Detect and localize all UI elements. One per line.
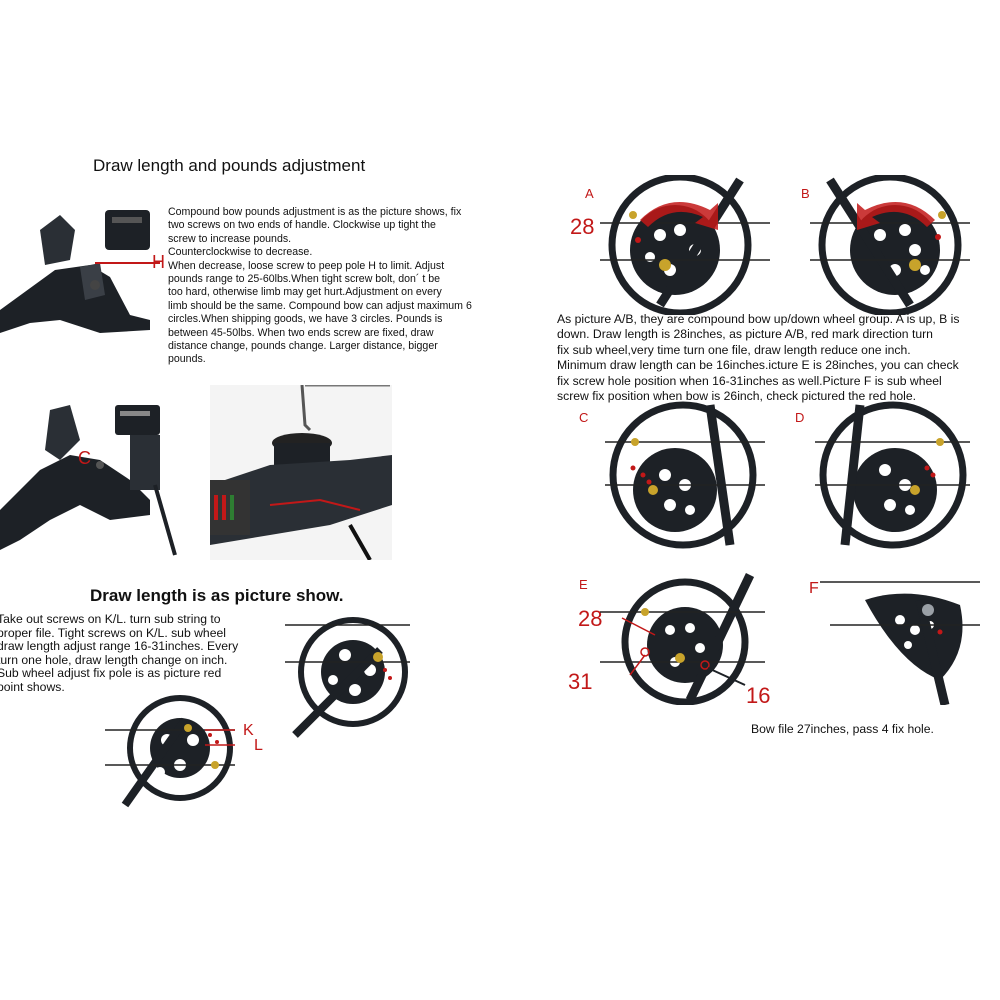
label-a: A bbox=[585, 186, 594, 201]
draw-length-text: Take out screws on K/L. turn sub string … bbox=[0, 612, 239, 694]
handle-closeup-photo bbox=[210, 385, 392, 560]
label-l: L bbox=[254, 737, 263, 754]
label-16: 16 bbox=[746, 683, 771, 708]
label-28-e: 28 bbox=[578, 606, 603, 631]
label-d: D bbox=[795, 410, 805, 425]
wheel-f-photo bbox=[820, 570, 980, 705]
handle-photo-c bbox=[0, 400, 180, 560]
section-title-pounds: Draw length and pounds adjustment bbox=[93, 156, 366, 175]
label-31: 31 bbox=[568, 669, 593, 694]
label-k: K bbox=[243, 722, 254, 739]
label-e: E bbox=[579, 577, 588, 592]
wheel-d-photo bbox=[815, 400, 970, 550]
pounds-adjustment-text: Compound bow pounds adjustment is as the… bbox=[168, 206, 472, 366]
label-c-left: C bbox=[78, 448, 91, 468]
wheel-kl-photo bbox=[105, 690, 235, 810]
wheel-group-text: As picture A/B, they are compound bow up… bbox=[557, 312, 960, 404]
label-c-right: C bbox=[579, 410, 589, 425]
handle-photo-top bbox=[0, 205, 175, 335]
wheel-photo-draw bbox=[285, 610, 410, 740]
wheel-c-photo bbox=[605, 400, 765, 550]
wheel-e-photo bbox=[600, 570, 765, 705]
wheel-a-photo bbox=[600, 175, 770, 315]
section-title-draw-length: Draw length is as picture show. bbox=[90, 586, 344, 605]
label-28-a: 28 bbox=[570, 214, 595, 239]
label-f: F bbox=[809, 580, 819, 597]
label-h: H bbox=[152, 252, 165, 272]
wheel-f-caption: Bow file 27inches, pass 4 fix hole. bbox=[751, 722, 934, 736]
wheel-b-photo bbox=[810, 175, 970, 315]
label-b: B bbox=[801, 186, 810, 201]
